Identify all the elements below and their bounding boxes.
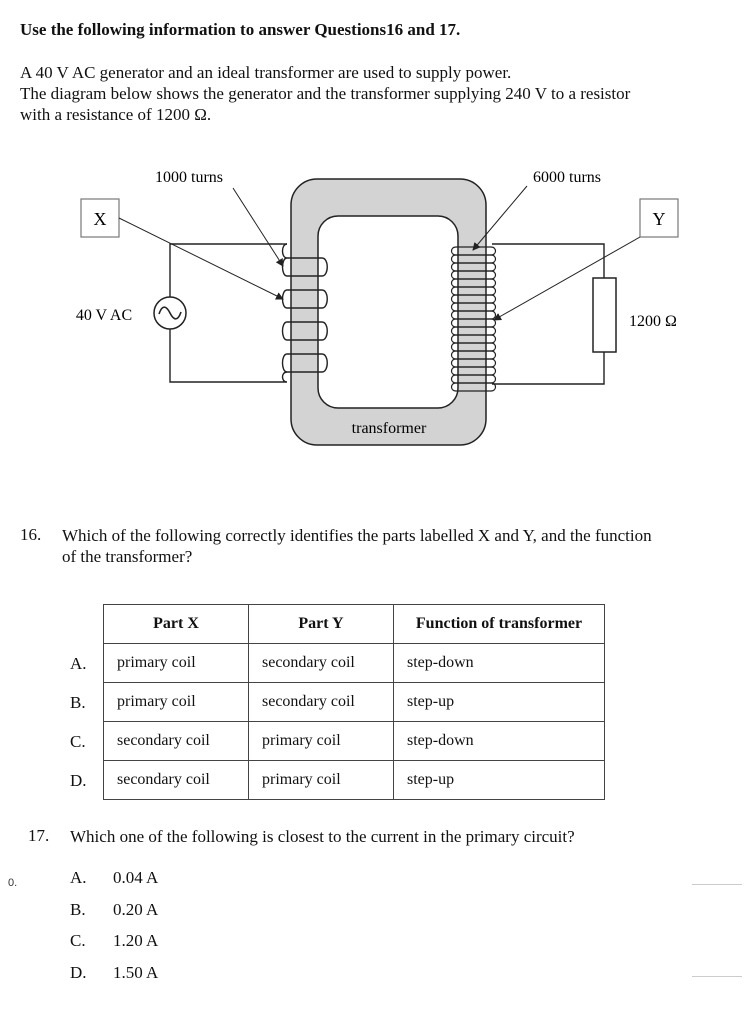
transformer-diagram: X Y 1000 turns 6000 turns 40 V AC 1200 Ω… bbox=[76, 169, 679, 446]
row-a-part-y: secondary coil bbox=[248, 643, 394, 683]
intro-text: A 40 V AC generator and an ideal transfo… bbox=[20, 62, 720, 125]
table-row: secondary coil primary coil step-up bbox=[103, 760, 605, 800]
intro-line-1: A 40 V AC generator and an ideal transfo… bbox=[20, 63, 512, 82]
row-c-part-y: primary coil bbox=[248, 721, 394, 761]
option-a-label: A. bbox=[70, 654, 87, 673]
question-16-text: Which of the following correctly identif… bbox=[62, 525, 742, 567]
question-16-line-1: Which of the following correctly identif… bbox=[62, 526, 652, 545]
primary-coil bbox=[281, 243, 328, 383]
label-y: Y bbox=[653, 209, 666, 229]
q17-option-b-value: 0.20 A bbox=[113, 900, 159, 919]
header-part-x: Part X bbox=[103, 604, 249, 644]
q17-option-c-value: 1.20 A bbox=[113, 931, 159, 950]
table-header-row: Part X Part Y Function of transformer bbox=[103, 604, 605, 644]
label-y-box bbox=[639, 198, 679, 238]
row-c-part-x: secondary coil bbox=[103, 721, 249, 761]
table-row: primary coil secondary coil step-up bbox=[103, 682, 605, 722]
option-b-label: B. bbox=[70, 693, 86, 712]
primary-turns-label: 1000 turns bbox=[155, 169, 223, 186]
q17-option-d-label: D. bbox=[70, 963, 87, 982]
intro-line-3: with a resistance of 1200 Ω. bbox=[20, 105, 212, 124]
table-row: primary coil secondary coil step-down bbox=[103, 643, 605, 683]
core-label: transformer bbox=[352, 420, 427, 437]
label-x: X bbox=[94, 209, 107, 229]
row-b-function: step-up bbox=[393, 682, 605, 722]
intro-line-2: The diagram below shows the generator an… bbox=[20, 84, 631, 103]
row-a-part-x: primary coil bbox=[103, 643, 249, 683]
question-17-text: Which one of the following is closest to… bbox=[70, 827, 575, 846]
answer-table: Part X Part Y Function of transformer pr… bbox=[103, 604, 605, 800]
resistor-icon bbox=[592, 277, 617, 353]
table-row: secondary coil primary coil step-down bbox=[103, 721, 605, 761]
row-b-part-x: primary coil bbox=[103, 682, 249, 722]
transformer-core-window bbox=[317, 215, 459, 409]
q17-option-a-label: A. bbox=[70, 868, 87, 887]
header-part-y: Part Y bbox=[248, 604, 394, 644]
generator-label: 40 V AC bbox=[76, 307, 132, 324]
heading: Use the following information to answer … bbox=[20, 20, 461, 39]
question-17-number: 17. bbox=[28, 826, 50, 845]
q17-option-d-value: 1.50 A bbox=[113, 963, 159, 982]
row-d-part-x: secondary coil bbox=[103, 760, 249, 800]
question-16-number: 16. bbox=[20, 525, 42, 544]
q17-option-a-value: 0.04 A bbox=[113, 868, 159, 887]
option-c-label: C. bbox=[70, 732, 86, 751]
q17-option-c-label: C. bbox=[70, 931, 86, 950]
row-c-function: step-down bbox=[393, 721, 605, 761]
divider bbox=[692, 976, 742, 977]
divider bbox=[692, 884, 742, 885]
row-a-function: step-down bbox=[393, 643, 605, 683]
secondary-turns-label: 6000 turns bbox=[533, 169, 601, 186]
row-d-function: step-up bbox=[393, 760, 605, 800]
header-function: Function of transformer bbox=[393, 604, 605, 644]
resistor-label: 1200 Ω bbox=[629, 313, 677, 330]
question-16-line-2: of the transformer? bbox=[62, 547, 193, 566]
margin-mark: 0. bbox=[8, 877, 18, 889]
label-x-box bbox=[80, 198, 120, 238]
row-b-part-y: secondary coil bbox=[248, 682, 394, 722]
row-d-part-y: primary coil bbox=[248, 760, 394, 800]
option-d-label: D. bbox=[70, 771, 87, 790]
q17-option-b-label: B. bbox=[70, 900, 86, 919]
